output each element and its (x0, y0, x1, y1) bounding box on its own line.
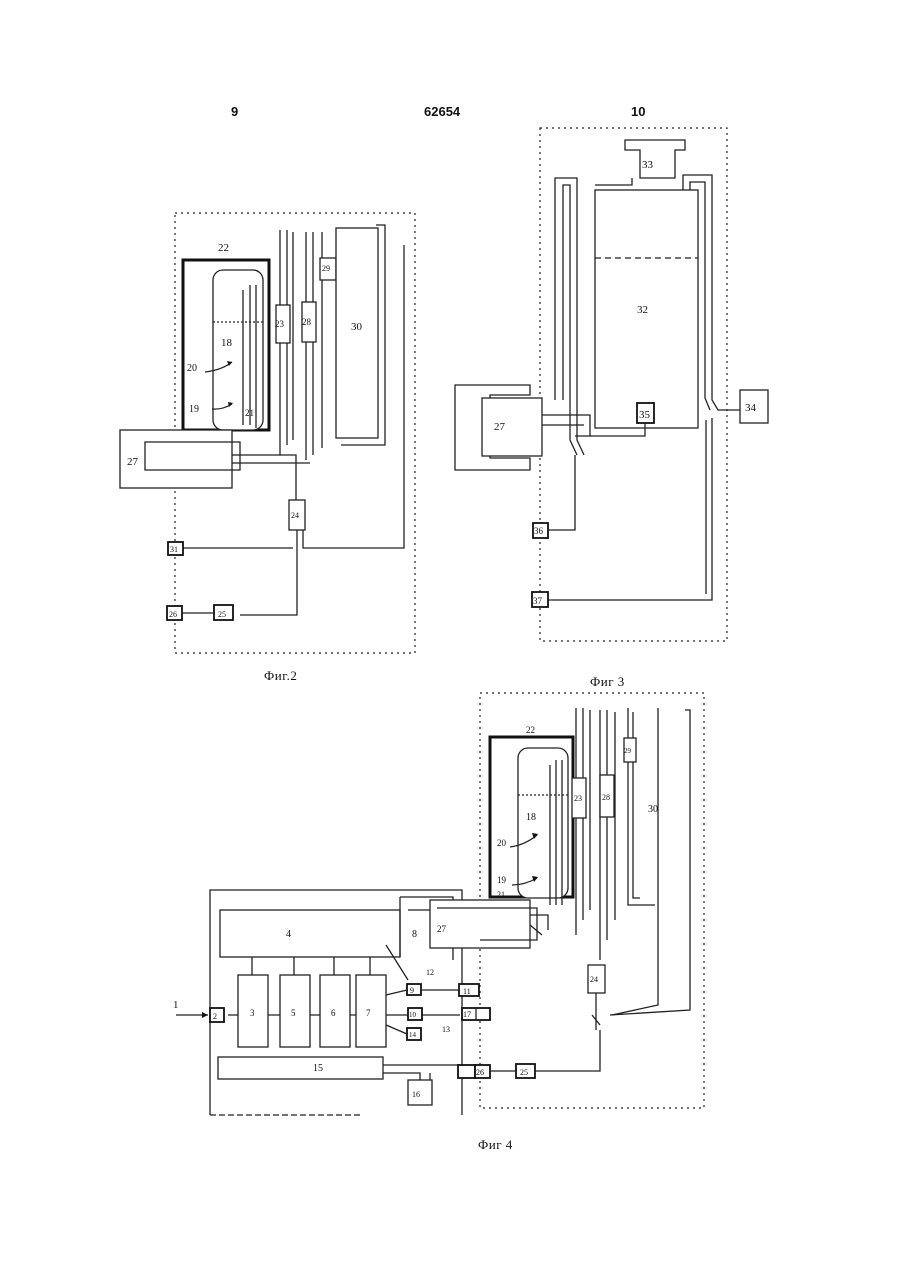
fig4-label-16: 16 (412, 1090, 420, 1099)
fig4-label-29: 29 (624, 747, 632, 755)
fig3-component-33 (625, 140, 685, 178)
fig2-label-18: 18 (221, 337, 233, 349)
fig4-label-27: 27 (437, 924, 447, 934)
fig3-label-34: 34 (745, 402, 757, 414)
fig3-inner-27 (482, 398, 542, 456)
fig4-label-1: 1 (173, 999, 179, 1011)
fig4-label-4: 4 (286, 929, 291, 940)
fig4-label-8: 8 (412, 929, 417, 940)
fig4-label-11: 11 (463, 987, 471, 996)
fig2-label-24: 24 (291, 511, 299, 520)
fig4-label-10: 10 (409, 1011, 417, 1019)
fig3-caption: Фиг 3 (590, 674, 625, 690)
fig4-label-3: 3 (250, 1008, 255, 1018)
fig4-label-25: 25 (520, 1068, 528, 1077)
fig4-label-24: 24 (590, 975, 598, 984)
fig3-label-35: 35 (639, 409, 651, 421)
fig4-vessel-18 (518, 748, 568, 898)
fig3-label-27: 27 (494, 421, 506, 433)
fig4-label-2: 2 (213, 1012, 217, 1021)
fig2-label-31: 31 (170, 545, 178, 554)
fig4-label-17: 17 (463, 1010, 471, 1019)
fig2-label-26: 26 (169, 610, 177, 619)
fig2-label-22: 22 (218, 242, 229, 254)
fig4-label-9: 9 (410, 986, 414, 995)
fig4-label-15: 15 (313, 1063, 323, 1074)
fig4-label-26: 26 (476, 1068, 484, 1077)
fig3-label-37: 37 (533, 596, 543, 606)
fig2-label-27: 27 (127, 456, 139, 468)
fig4-label-7: 7 (366, 1008, 371, 1018)
fig2-vessel-30 (336, 228, 378, 438)
fig4-block-4 (220, 910, 400, 957)
fig3-label-32: 32 (637, 304, 648, 316)
fig4-label-22: 22 (526, 725, 535, 735)
fig2-label-30: 30 (351, 321, 363, 333)
fig2-label-19: 19 (189, 404, 199, 415)
fig2-label-21: 21 (245, 408, 254, 418)
fig4-block-15 (218, 1057, 383, 1079)
fig4-label-21: 21 (497, 890, 505, 899)
fig3-label-36: 36 (534, 526, 544, 536)
fig4-caption: Фиг 4 (478, 1137, 513, 1153)
fig4-label-28: 28 (602, 793, 610, 802)
fig4-label-30: 30 (648, 804, 658, 815)
fig2-label-23: 23 (275, 319, 285, 329)
fig4-label-14: 14 (409, 1031, 417, 1039)
fig2-label-29: 29 (322, 264, 330, 273)
fig4-square-17 (458, 1065, 475, 1078)
fig4-label-5: 5 (291, 1008, 296, 1018)
fig4-label-6: 6 (331, 1008, 336, 1018)
fig2-label-20: 20 (187, 363, 197, 374)
fig4-column-7 (356, 975, 386, 1047)
figure-3: 33 32 35 34 27 36 37 (455, 128, 768, 641)
fig3-label-33: 33 (642, 159, 654, 171)
figure-2: 22 18 20 19 21 23 28 29 30 27 24 31 26 2… (120, 213, 415, 653)
fig2-label-28: 28 (302, 317, 312, 327)
fig4-label-19: 19 (497, 875, 507, 885)
fig4-label-20: 20 (497, 838, 507, 848)
fig2-label-25: 25 (218, 610, 226, 619)
fig4-label-13: 13 (442, 1025, 450, 1034)
fig4-label-12: 12 (426, 968, 434, 977)
fig2-caption: Фиг.2 (264, 668, 297, 684)
figure-4: 1 2 3 4 5 6 7 8 9 10 11 12 13 14 15 16 1… (173, 693, 704, 1115)
fig4-label-18: 18 (526, 812, 536, 823)
fig4-label-23: 23 (574, 794, 582, 803)
